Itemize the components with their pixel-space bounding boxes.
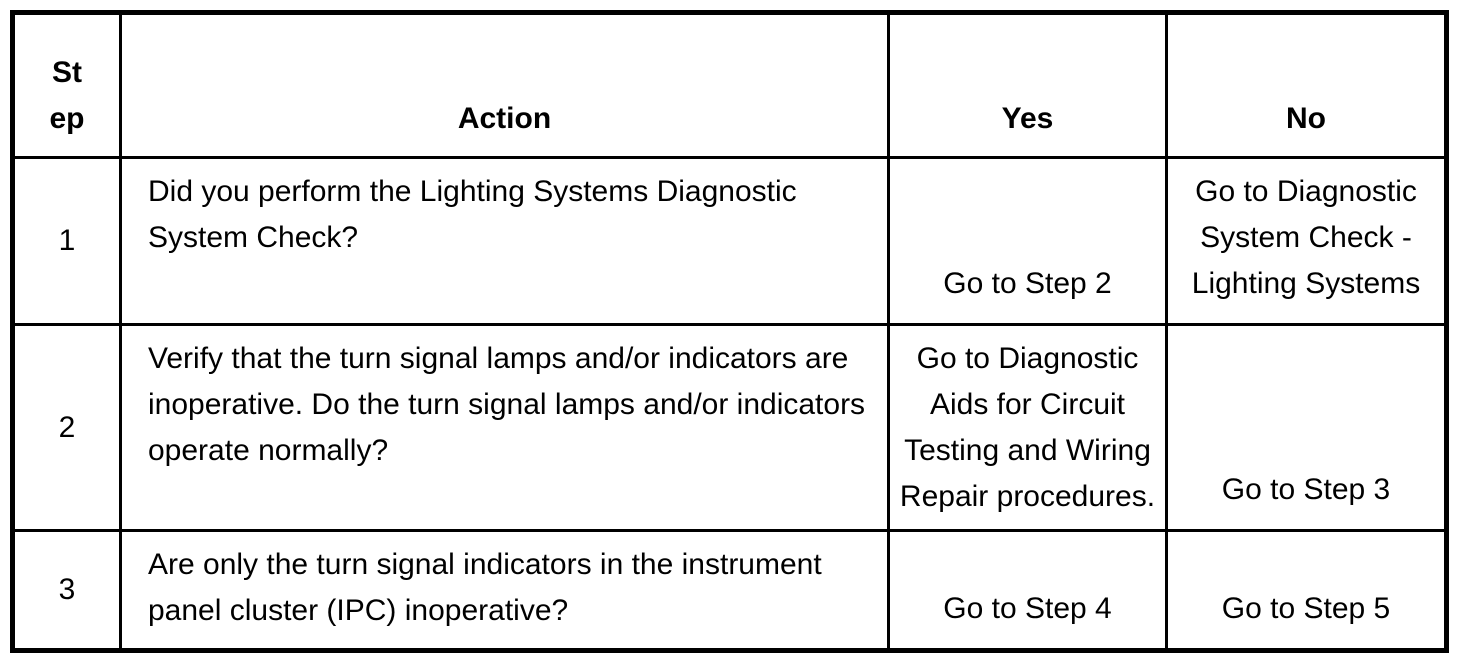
action-cell: Are only the turn signal indicators in t… (119, 529, 890, 652)
header-no: No (1165, 11, 1448, 159)
no-cell: Go to Diagnostic System Check - Lighting… (1165, 156, 1448, 326)
table-row: 2 Verify that the turn signal lamps and/… (11, 323, 1448, 532)
step-cell: 2 (11, 323, 122, 532)
step-cell: 3 (11, 529, 122, 652)
no-cell: Go to Step 5 (1165, 529, 1448, 652)
table-row: 3 Are only the turn signal indicators in… (11, 529, 1448, 652)
yes-cell: Go to Step 2 (887, 156, 1168, 326)
yes-cell: Go to Diagnostic Aids for Circuit Testin… (887, 323, 1168, 532)
no-cell: Go to Step 3 (1165, 323, 1448, 532)
action-cell: Did you perform the Lighting Systems Dia… (119, 156, 890, 326)
header-action: Action (119, 11, 890, 159)
header-step: St ep (11, 11, 122, 159)
header-yes: Yes (887, 11, 1168, 159)
step-cell: 1 (11, 156, 122, 326)
header-row: St ep Action Yes No (11, 11, 1448, 159)
yes-cell: Go to Step 4 (887, 529, 1168, 652)
table-row: 1 Did you perform the Lighting Systems D… (11, 156, 1448, 326)
action-cell: Verify that the turn signal lamps and/or… (119, 323, 890, 532)
diagnostic-table: St ep Action Yes No 1 Did you perform th… (10, 10, 1449, 653)
